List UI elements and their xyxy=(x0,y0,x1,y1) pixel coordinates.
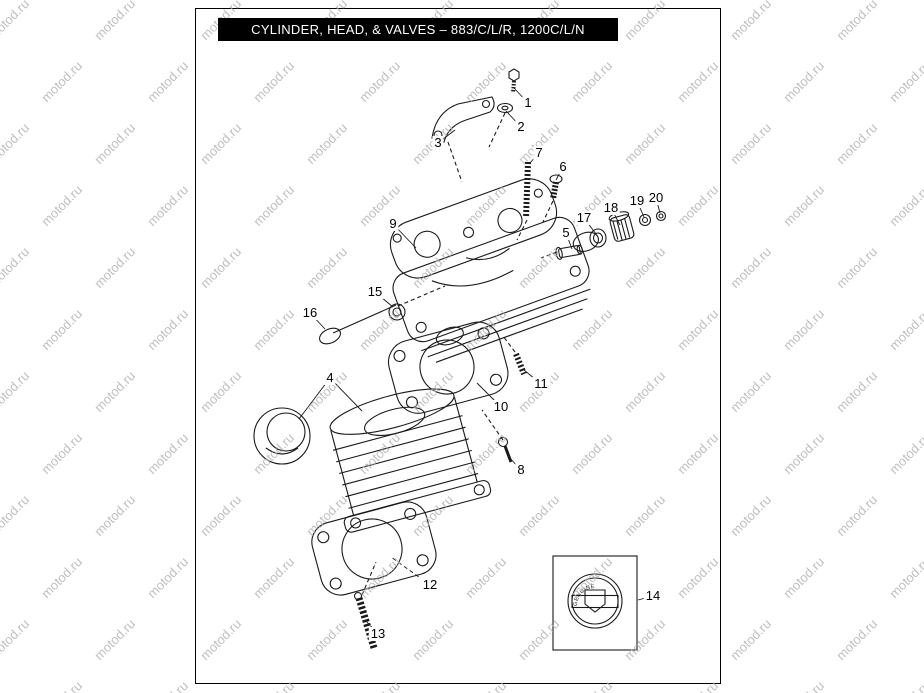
part-valve-seal xyxy=(388,303,406,321)
leader-line-10 xyxy=(476,382,502,408)
part-bolt-6 xyxy=(549,174,563,200)
part-washer-2 xyxy=(496,102,514,114)
part-head-gasket xyxy=(387,321,509,414)
part-nut-20 xyxy=(655,210,667,222)
leader-line-17 xyxy=(583,217,597,235)
leader-line-2 xyxy=(505,110,522,128)
part-stud-13 xyxy=(353,591,378,650)
part-bracket xyxy=(431,96,495,143)
part-cap-18 xyxy=(608,211,635,242)
part-fitting-5 xyxy=(555,244,583,260)
part-ring-19 xyxy=(638,213,652,227)
leader-line-9 xyxy=(392,223,417,249)
part-stud-7 xyxy=(523,161,531,219)
leader-line-1 xyxy=(513,87,529,104)
diagram-title-text: CYLINDER, HEAD, & VALVES – 883/C/L/R, 12… xyxy=(251,22,585,37)
part-bolt-8 xyxy=(497,436,513,463)
leader-line-8 xyxy=(507,455,522,471)
part-dowel-11 xyxy=(513,352,527,376)
leader-line-4 xyxy=(298,377,331,420)
leader-line-20 xyxy=(655,197,661,214)
assembly-guide-lines xyxy=(361,112,558,596)
part-base-gasket xyxy=(311,501,437,596)
leader-line-layer xyxy=(298,87,661,635)
leader-line-16 xyxy=(309,312,326,330)
diagram-title: CYLINDER, HEAD, & VALVES – 883/C/L/R, 12… xyxy=(218,18,618,41)
leader-line-15 xyxy=(374,291,394,308)
leader-line-11 xyxy=(523,369,542,385)
part-cylinder-head xyxy=(389,178,599,363)
diagram-frame xyxy=(195,8,721,684)
part-valve xyxy=(319,304,397,345)
part-cylinder xyxy=(329,388,492,533)
leader-line-14 xyxy=(637,595,654,601)
leader-line-19 xyxy=(636,200,645,218)
part-bolt-1 xyxy=(508,68,520,94)
part-label-box: GENUINE xyxy=(552,555,638,651)
part-seal-17 xyxy=(589,228,607,248)
part-round-cover xyxy=(253,407,311,465)
leader-line-4 xyxy=(329,377,363,412)
leader-line-7 xyxy=(528,152,540,165)
